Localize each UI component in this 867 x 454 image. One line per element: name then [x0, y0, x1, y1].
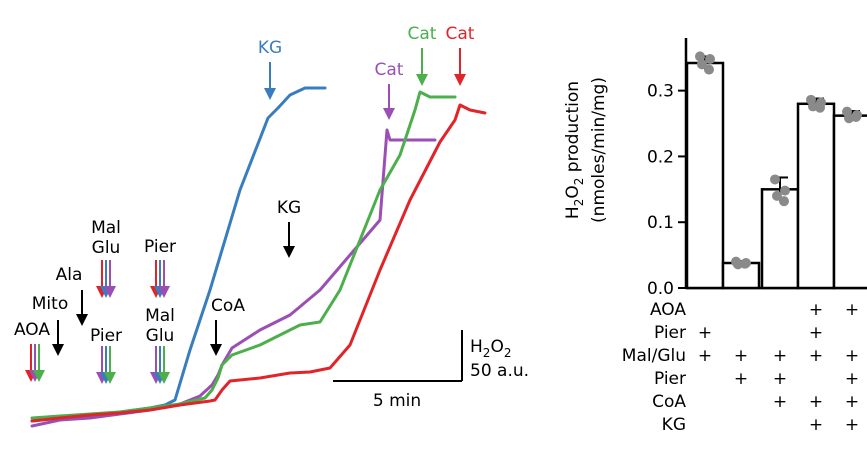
annotation-cat-purple: Cat [375, 60, 404, 80]
condition-mark: + [845, 415, 859, 435]
arrow-cat-red [454, 48, 466, 86]
bar [760, 188, 800, 290]
condition-mark: + [734, 346, 748, 366]
arrow-cat-green [416, 48, 428, 86]
annotation-ala: Ala [56, 265, 83, 285]
bar [685, 61, 725, 290]
annotation-glu-2: Glu [146, 326, 175, 346]
trace-blue [30, 86, 327, 423]
arrow-ala [76, 290, 88, 326]
bar-y-label-line1: H2O2 production [563, 81, 586, 219]
bar-panel: H2O2 production (nmoles/min/mg) 0.0 0.1 0.… [563, 38, 867, 435]
condition-label: Pier [654, 323, 686, 343]
annotation-aoa: AOA [14, 320, 50, 340]
trace-red [30, 103, 487, 423]
condition-mark: + [809, 323, 823, 343]
condition-mark: + [773, 346, 787, 366]
annotation-kg-black: KG [277, 198, 301, 218]
bar-y-label-line2: (nmoles/min/mg) [589, 77, 609, 223]
scale-bar-y-label: H2O2 [470, 337, 511, 360]
annotation-pier-2: Pier [90, 326, 122, 346]
bar-y-tick-label: 0.0 [647, 279, 674, 299]
arrow-kg-black [283, 222, 295, 258]
trace-arrows [25, 48, 466, 384]
arrow-cat-purple [383, 84, 395, 120]
annotation-coa: CoA [211, 296, 245, 316]
data-point [704, 64, 714, 75]
condition-mark: + [773, 392, 787, 412]
arrow-mito [52, 320, 64, 356]
bar-y-tick-label: 0.2 [647, 147, 674, 167]
condition-mark: + [698, 346, 712, 366]
condition-label: CoA [652, 392, 686, 412]
arrow-malglu-1-purple [104, 260, 116, 298]
data-point [705, 54, 715, 65]
data-point [695, 51, 705, 62]
annotation-cat-red: Cat [446, 24, 475, 44]
arrow-pier-1-purple [158, 260, 170, 298]
condition-mark: + [809, 346, 823, 366]
trace-green [30, 90, 457, 420]
condition-label: Mal/Glu [622, 346, 686, 366]
arrow-malglu-2-green [158, 346, 170, 384]
data-point [780, 185, 790, 196]
scale-bar: H2O2 50 a.u. 5 min [333, 330, 529, 411]
data-point [851, 111, 861, 122]
condition-mark: + [698, 323, 712, 343]
condition-label: AOA [650, 300, 686, 320]
bar [796, 102, 836, 290]
annotation-mito: Mito [32, 294, 68, 314]
annotation-pier-1: Pier [144, 237, 176, 257]
data-point [779, 196, 789, 207]
scale-bar-x-label: 5 min [373, 391, 421, 411]
annotation-mal-2: Mal [145, 306, 175, 326]
condition-mark: + [845, 392, 859, 412]
data-point [815, 102, 825, 113]
condition-mark: + [809, 415, 823, 435]
annotation-mal-1: Mal [91, 218, 121, 238]
condition-mark: + [845, 346, 859, 366]
trace-annotations: KG Cat Cat Cat KG CoA AOA Mito Ala Mal G… [14, 24, 475, 346]
condition-mark: + [809, 300, 823, 320]
condition-label: KG [662, 415, 686, 435]
bar-y-tick-label: 0.3 [647, 82, 674, 102]
data-point [770, 174, 780, 185]
condition-mark: + [845, 300, 859, 320]
condition-mark: + [734, 369, 748, 389]
arrow-kg-blue [264, 62, 276, 100]
data-point [772, 190, 782, 201]
annotation-glu-1: Glu [92, 238, 121, 258]
scale-bar-y-value: 50 a.u. [470, 361, 529, 381]
arrow-pier-2-green [104, 346, 116, 384]
data-point [740, 258, 750, 269]
trace-panel [30, 86, 487, 428]
bar-y-tick-label: 0.1 [647, 213, 674, 233]
annotation-cat-green: Cat [408, 24, 437, 44]
arrow-aoa-green [33, 344, 45, 382]
data-point [697, 59, 707, 70]
condition-label: Pier [654, 369, 686, 389]
condition-mark: + [773, 369, 787, 389]
arrow-coa [210, 320, 222, 356]
condition-mark: + [845, 369, 859, 389]
annotation-kg-blue: KG [258, 38, 282, 58]
condition-mark: + [809, 392, 823, 412]
bar [832, 114, 867, 290]
